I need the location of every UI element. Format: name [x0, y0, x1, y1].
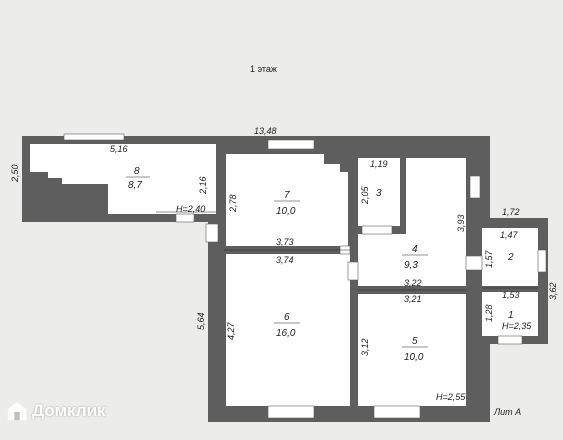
dim-left-block: 2,50 — [10, 164, 20, 183]
room-5-area: 10,0 — [404, 352, 424, 363]
dim-r6-height: 4,27 — [226, 321, 236, 340]
room-7-area: 10,0 — [276, 206, 296, 217]
room-4-area: 9,3 — [404, 260, 418, 271]
dim-r7-width: 3,73 — [276, 237, 294, 247]
floor-title: 1 этаж — [250, 64, 277, 74]
window-room-7 — [267, 139, 315, 150]
door-room-3 — [361, 225, 393, 235]
dim-r1-height: 1,28 — [484, 304, 494, 322]
watermark-text: Домклик — [32, 401, 106, 420]
dim-r3-width: 1,19 — [370, 159, 388, 169]
door-room-8 — [175, 213, 195, 223]
dim-r5-width: 3,21 — [404, 294, 422, 304]
room-3-floor — [358, 158, 400, 226]
dim-r5-height: 3,12 — [360, 338, 370, 356]
window-room-2 — [537, 249, 547, 273]
dim-r8-ceiling: H=2,40 — [176, 204, 205, 214]
window-room-5 — [373, 405, 421, 419]
room-3-number: 3 — [376, 188, 382, 199]
room-4-number: 4 — [412, 244, 418, 255]
dim-r7-height: 2,78 — [228, 194, 238, 213]
dimension-labels: 13,48 2,50 5,16 2,16 H=2,40 2,78 3,73 3,… — [10, 126, 558, 402]
room-8-number: 8 — [134, 166, 140, 177]
room-7-floor — [226, 154, 348, 246]
room-2-number: 2 — [507, 252, 514, 263]
room-6-number: 6 — [284, 312, 290, 323]
dim-r5-ceiling: H=2,55 — [436, 392, 466, 402]
dim-r1-ceiling: H=2,35 — [502, 321, 532, 331]
watermark-logo: Домклик — [6, 398, 106, 424]
window-room-6 — [267, 405, 315, 419]
room-2-floor — [482, 228, 538, 286]
room-labels: 8 8,7 7 10,0 3 4 9,3 2 1 6 16,0 5 10,0 — [126, 166, 514, 363]
door-room-1 — [497, 335, 523, 345]
dim-r8-width: 5,16 — [110, 144, 128, 154]
dim-r2-width: 1,47 — [500, 230, 519, 240]
rooms — [30, 144, 538, 406]
room-5-floor — [358, 294, 466, 406]
window-room-4 — [469, 175, 481, 199]
room-5-number: 5 — [412, 336, 418, 347]
dim-r1-width: 1,53 — [502, 290, 520, 300]
door-room-6-4 — [347, 261, 359, 281]
door-entrance — [205, 223, 219, 243]
room-1-number: 1 — [508, 310, 514, 321]
dim-r8-height: 2,16 — [198, 176, 208, 195]
room-8-floor — [30, 144, 216, 214]
dim-overall-top: 13,48 — [254, 126, 277, 136]
lit-label: Лит А — [493, 407, 521, 417]
hatched-block — [30, 172, 108, 216]
dim-left-overall: 5,64 — [196, 312, 206, 330]
dim-door-4-2: 1,57 — [484, 249, 494, 268]
room-6-area: 16,0 — [276, 328, 296, 339]
dim-r3-height: 2,05 — [360, 185, 370, 205]
room-6-floor — [226, 254, 350, 406]
room-8-area: 8,7 — [128, 180, 142, 191]
room-7-number: 7 — [284, 190, 290, 201]
dim-r4-height: 3,93 — [456, 214, 466, 232]
dim-r6-width: 3,74 — [276, 255, 294, 265]
house-icon — [7, 401, 27, 421]
room-4-floor — [358, 158, 466, 286]
dim-annex-height: 3,62 — [548, 282, 558, 300]
dim-r4-width: 3,22 — [404, 278, 422, 288]
dim-annex-width: 1,72 — [502, 207, 520, 217]
dimension-lines — [156, 211, 538, 291]
door-room-4-2 — [465, 255, 483, 271]
window-room-8 — [63, 133, 125, 141]
openings — [63, 133, 547, 419]
room-1-floor — [482, 292, 538, 336]
